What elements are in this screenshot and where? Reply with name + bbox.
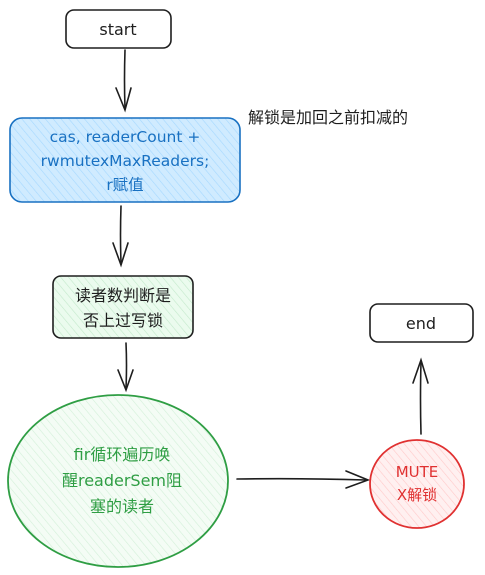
loop-line-3: 塞的读者 bbox=[90, 497, 154, 516]
end-node: end bbox=[369, 303, 474, 343]
check-line-2: 否上过写锁 bbox=[83, 311, 163, 330]
arrow-cas-to-check bbox=[112, 205, 129, 268]
arrow-start-to-cas bbox=[115, 49, 132, 113]
cas-readercount-node: cas, readerCount + rwmutexMaxReaders; r赋… bbox=[9, 117, 241, 203]
arrow-loop-to-mutex bbox=[236, 470, 371, 489]
unlock-annotation: 解锁是加回之前扣减的 bbox=[248, 108, 408, 127]
cas-line-3: r赋值 bbox=[106, 176, 143, 194]
loop-line-1: fir循环遍历唤 bbox=[74, 445, 171, 464]
mutex-line-1: MUTE bbox=[396, 463, 439, 481]
arrow-mutex-to-end bbox=[412, 357, 429, 435]
loop-line-2: 醒readerSem阻 bbox=[62, 471, 182, 490]
cas-line-1: cas, readerCount + bbox=[50, 128, 201, 146]
arrow-check-to-loop bbox=[117, 342, 134, 393]
check-line-1: 读者数判断是 bbox=[75, 286, 171, 305]
reader-count-check-node: 读者数判断是 否上过写锁 bbox=[52, 275, 194, 339]
mutex-unlock-node: MUTE X解锁 bbox=[369, 439, 465, 529]
mutex-line-2: X解锁 bbox=[397, 486, 437, 504]
start-label: start bbox=[99, 20, 136, 39]
end-label: end bbox=[406, 314, 436, 333]
cas-line-2: rwmutexMaxReaders; bbox=[41, 152, 210, 170]
wake-readers-loop-node: fir循环遍历唤 醒readerSem阻 塞的读者 bbox=[7, 394, 229, 568]
start-node: start bbox=[65, 9, 172, 49]
